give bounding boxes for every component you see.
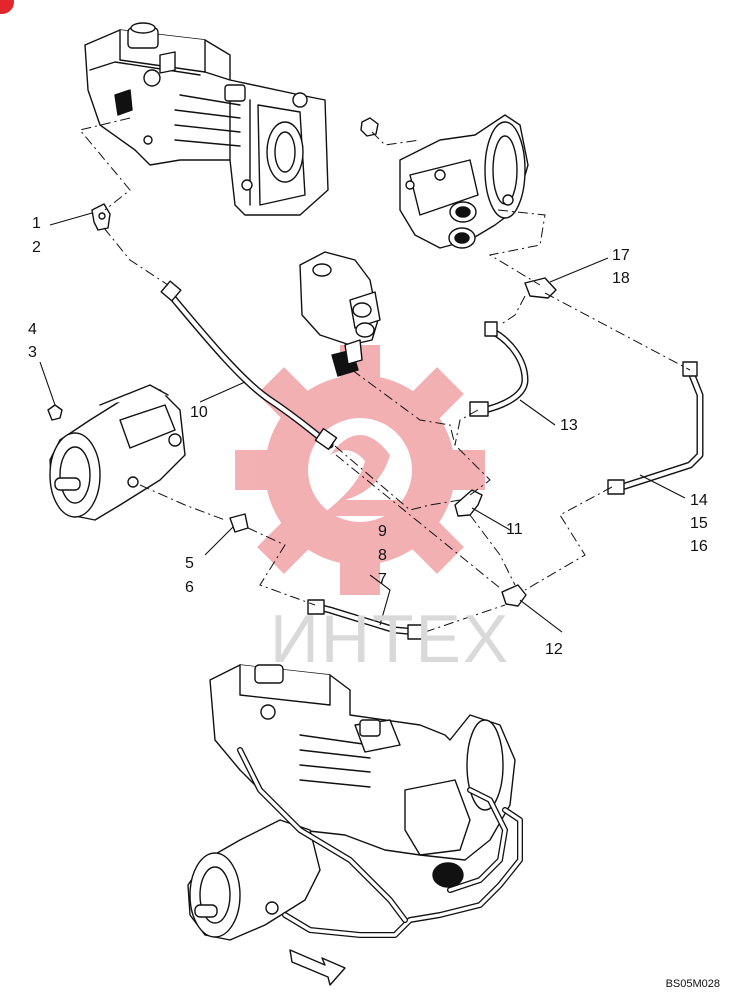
callout-4: 4	[28, 321, 37, 338]
callout-5: 5	[185, 555, 194, 572]
callout-6: 6	[185, 579, 194, 596]
callout-17: 17	[612, 247, 630, 264]
elbow-fitting-1	[91, 203, 111, 231]
callout-18: 18	[612, 270, 630, 287]
drive-motor-left	[47, 384, 186, 521]
adapter-fitting-5	[229, 513, 249, 533]
drawing-code: BS05M028	[665, 978, 720, 990]
control-valve-center	[299, 251, 381, 377]
tee-fitting-11	[454, 489, 483, 517]
tube-14	[607, 361, 704, 495]
watermark-text: ИНТЕХ	[270, 601, 511, 677]
main-pump-top	[84, 22, 329, 216]
fan-motor-top-right	[360, 114, 529, 249]
hose-10	[160, 280, 338, 451]
assembled-view-bottom	[187, 664, 516, 941]
callout-10: 10	[190, 404, 208, 421]
callout-7: 7	[378, 571, 387, 588]
callout-3: 3	[28, 344, 37, 361]
callout-13: 13	[560, 417, 578, 434]
tube-7	[307, 599, 425, 640]
callout-15: 15	[690, 515, 708, 532]
hose-13	[469, 321, 529, 417]
assembled-piping-bottom	[237, 747, 523, 938]
callout-1: 1	[32, 215, 41, 232]
callout-11: 11	[506, 521, 523, 538]
callout-9: 9	[378, 523, 387, 540]
callout-16: 16	[690, 538, 708, 555]
connection-lines	[79, 117, 691, 633]
callout-8: 8	[378, 547, 387, 564]
callout-12: 12	[545, 641, 563, 658]
callout-2: 2	[32, 239, 41, 256]
tee-fitting-12	[501, 584, 527, 607]
leader-lines	[39, 212, 686, 633]
direction-arrow-icon	[289, 949, 346, 986]
tee-fitting-17	[524, 277, 557, 299]
callout-14: 14	[690, 492, 708, 509]
gear-logo-watermark	[235, 345, 485, 595]
